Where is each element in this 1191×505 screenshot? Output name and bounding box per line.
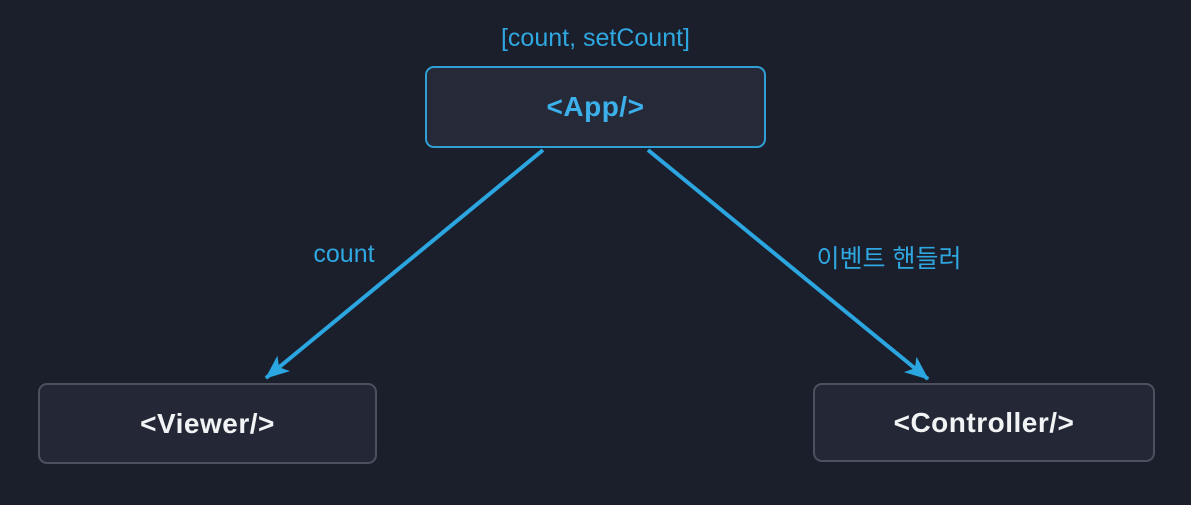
arrow-app-to-viewer (264, 148, 545, 380)
state-label: [count, setCount] (500, 24, 690, 52)
edge-label-count: count (313, 240, 375, 268)
viewer-node: <Viewer/> (38, 383, 377, 464)
controller-node: <Controller/> (813, 383, 1155, 462)
app-node: <App/> (425, 66, 766, 148)
edge-label-event-handler: 이벤트 핸들러 (816, 245, 962, 273)
viewer-node-label: <Viewer/> (140, 407, 275, 439)
app-node-label: <App/> (546, 91, 645, 122)
arrow-app-to-controller (646, 148, 930, 381)
controller-node-label: <Controller/> (893, 406, 1075, 438)
